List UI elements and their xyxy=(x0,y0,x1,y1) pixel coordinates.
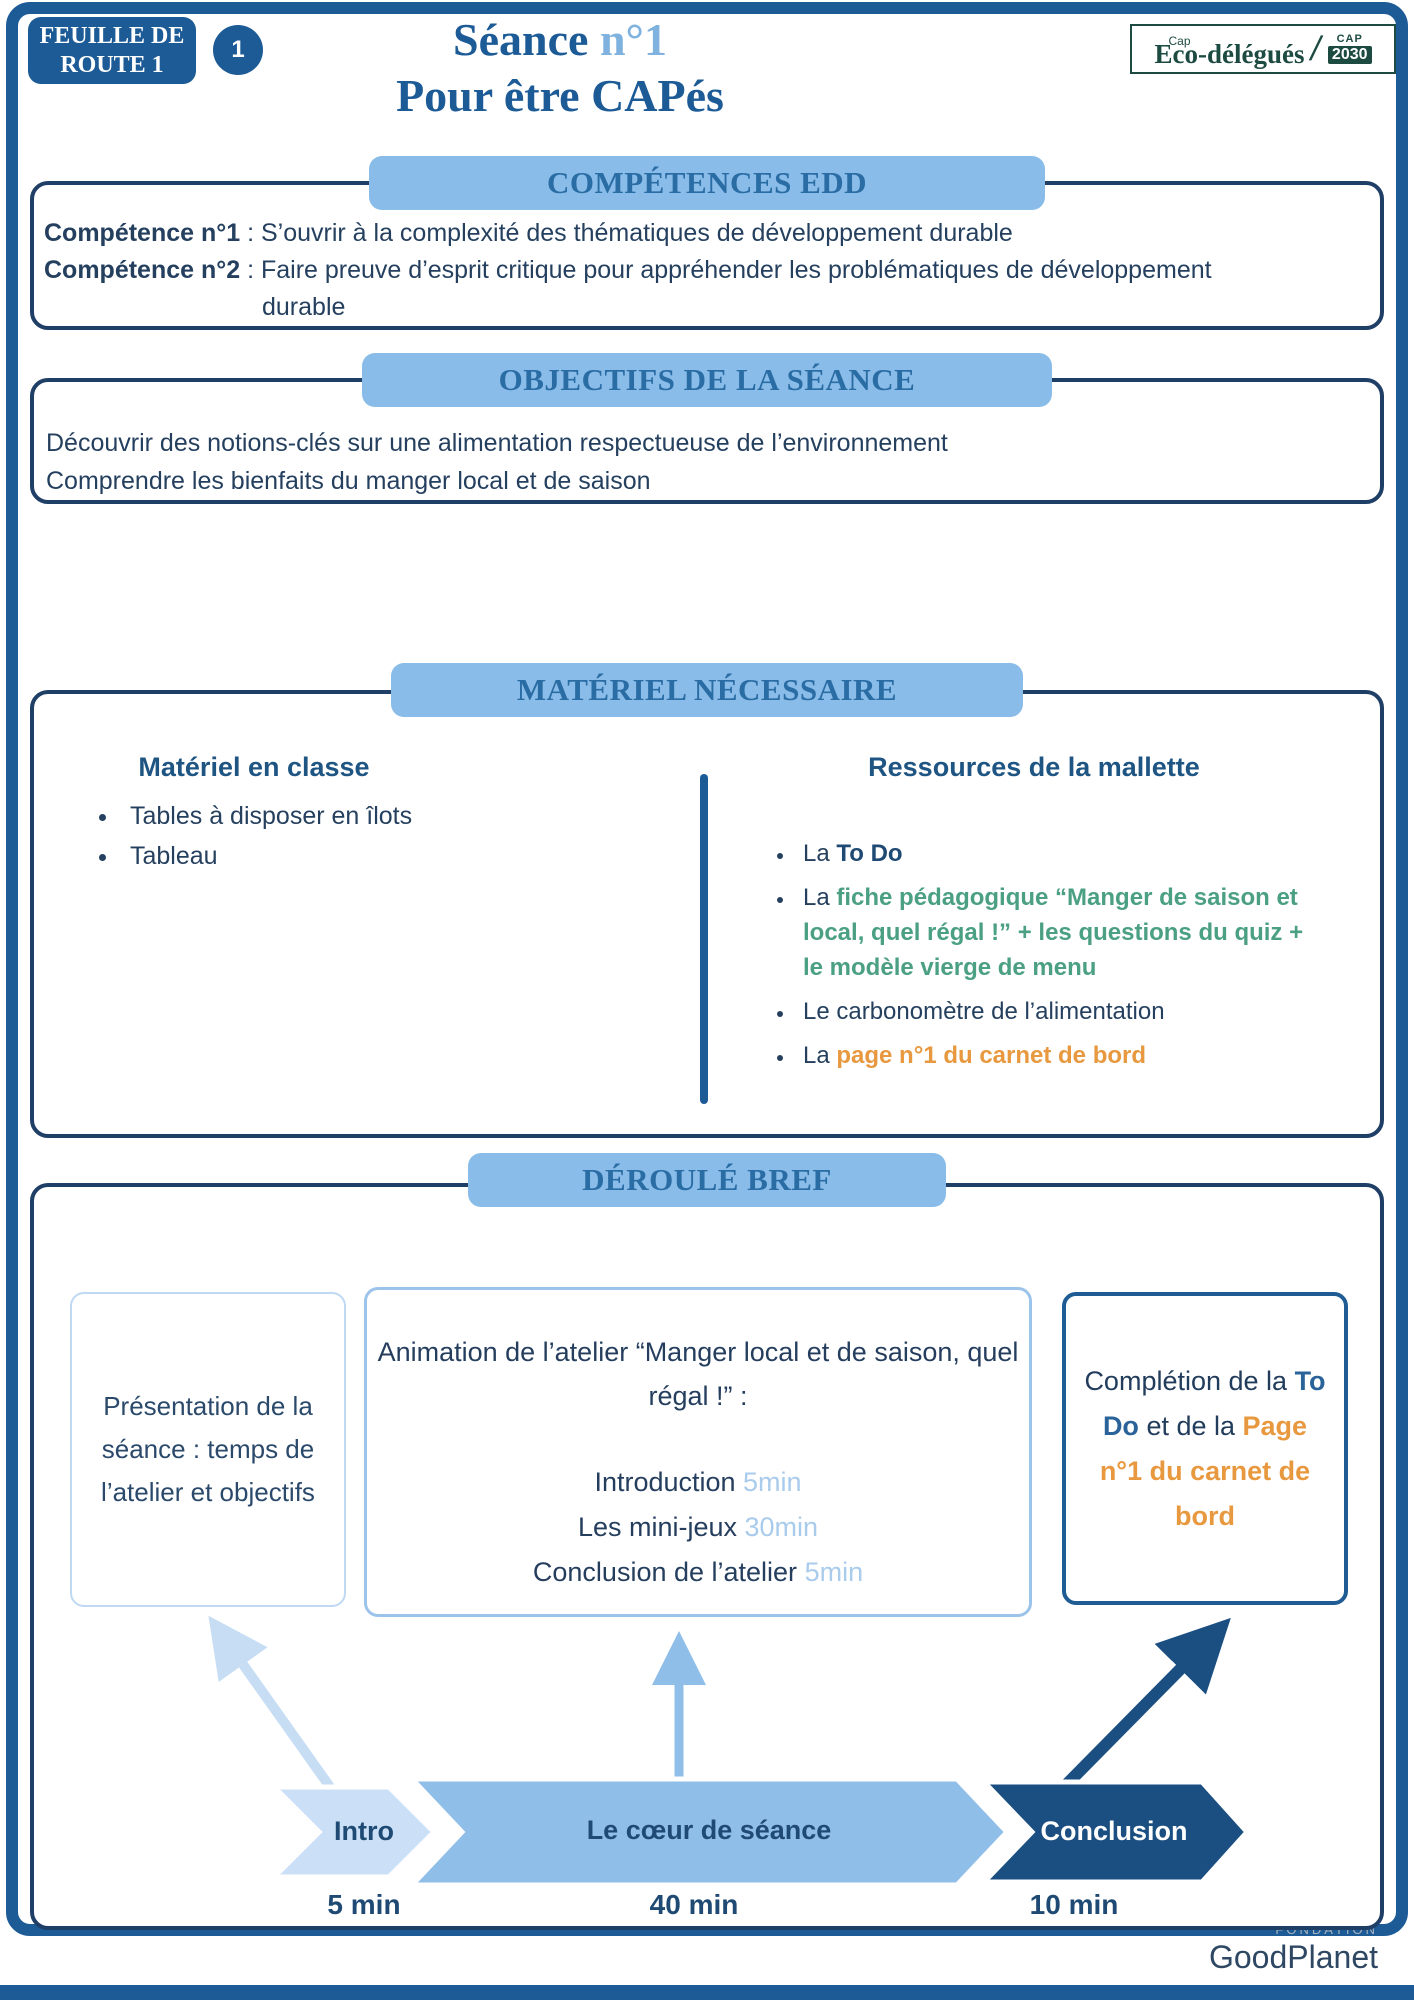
timing-row: Conclusion de l’atelier 5min xyxy=(533,1550,863,1595)
timing-label: Conclusion de l’atelier xyxy=(532,1557,805,1587)
logo-cap2030: CAP 2030 xyxy=(1327,33,1372,64)
time-label-conclusion: 10 min xyxy=(1029,1889,1119,1920)
completion-pre: Complétion de la xyxy=(1084,1365,1295,1396)
fiche-pedagogique-label: fiche pédagogique “Manger de saison et l… xyxy=(803,884,1304,981)
competence-line-2-continuation: durable xyxy=(262,293,346,321)
section-header-deroule: DÉROULÉ BREF xyxy=(468,1153,946,1207)
timeline-svg xyxy=(208,1615,1251,1888)
chevron-label-conclusion: Conclusion xyxy=(1040,1816,1188,1846)
section-header-objectifs: OBJECTIFS DE LA SÉANCE xyxy=(362,353,1052,407)
title-main-text: Séance xyxy=(453,14,600,65)
competence-2-label: Compétence n°2 xyxy=(44,256,241,284)
logo-cap-superscript: Cap xyxy=(1168,33,1191,48)
list-item: La fiche pédagogique “Manger de saison e… xyxy=(795,880,1329,985)
carnet-de-bord-label: page n°1 du carnet de bord xyxy=(836,1042,1147,1069)
list-item: La page n°1 du carnet de bord xyxy=(795,1038,1329,1073)
completion-mid: et de la xyxy=(1138,1410,1243,1441)
timing-row: Les mini-jeux 30min xyxy=(533,1505,863,1550)
list-item: Tableau xyxy=(120,836,472,876)
logo-slash: / xyxy=(1307,29,1326,68)
timing-value: 5min xyxy=(743,1467,802,1497)
bottom-bar xyxy=(0,1985,1414,2000)
competence-line-1: Compétence n°1 : S’ouvrir à la complexit… xyxy=(44,215,1366,252)
mallette-list: La To Do La fiche pédagogique “Manger de… xyxy=(769,836,1329,1082)
timing-label: Les mini-jeux xyxy=(577,1512,745,1542)
section-header-competences: COMPÉTENCES EDD xyxy=(369,156,1045,210)
timing-row: Introduction 5min xyxy=(533,1460,863,1505)
item-prefix: La xyxy=(803,884,837,911)
materiel-classe-heading: Matériel en classe xyxy=(138,752,370,782)
item-prefix: La xyxy=(803,840,837,867)
completion-todo: To Do xyxy=(1102,1365,1326,1441)
section-deroule: Présentation de la séance : temps de l’a… xyxy=(30,1183,1384,1930)
cap-eco-delegues-logo: Cap Eco-délégués / CAP 2030 xyxy=(1130,24,1396,74)
competence-line-2: Compétence n°2 : Faire preuve d’esprit c… xyxy=(44,252,1366,289)
arrow-intro xyxy=(208,1615,335,1790)
section-header-materiel: MATÉRIEL NÉCESSAIRE xyxy=(391,663,1023,717)
deroule-box-completion: Complétion de la To Do et de la Page n°1… xyxy=(1062,1292,1348,1605)
chevron-coeur xyxy=(406,1776,1011,1888)
column-divider xyxy=(700,774,708,1104)
timing-value: 5min xyxy=(804,1557,864,1587)
timing-label: Introduction xyxy=(594,1467,744,1497)
materiel-classe-list: Tables à disposer en îlots Tableau xyxy=(92,796,472,876)
logo-name: Eco-délégués xyxy=(1154,38,1305,69)
time-label-coeur: 40 min xyxy=(649,1889,739,1920)
item-prefix: La xyxy=(803,1042,837,1069)
timing-value: 30min xyxy=(744,1512,819,1542)
chevron-label-intro: Intro xyxy=(334,1816,394,1846)
section-materiel: Matériel en classe Tables à disposer en … xyxy=(30,690,1384,1138)
list-item: Le carbonomètre de l’alimentation xyxy=(795,994,1329,1029)
chevron-label-coeur: Le cœur de séance xyxy=(586,1815,832,1845)
competence-1-text: : S’ouvrir à la complexité des thématiqu… xyxy=(240,219,1013,247)
to-do-label: To Do xyxy=(836,840,903,867)
list-item: La To Do xyxy=(795,836,1329,871)
list-item: Tables à disposer en îlots xyxy=(120,796,472,836)
chevron-intro xyxy=(267,1784,438,1880)
competence-1-label: Compétence n°1 xyxy=(44,219,241,247)
route-badge: FEUILLE DE ROUTE 1 xyxy=(28,17,196,84)
completion-text: Complétion de la To Do et de la Page n°1… xyxy=(1084,1359,1326,1539)
arrow-conclusion xyxy=(1061,1617,1231,1790)
footer-goodplanet: GoodPlanet xyxy=(1208,1939,1378,1975)
chevron-conclusion xyxy=(978,1779,1251,1885)
completion-carnet: Page n°1 du carnet de bord xyxy=(1099,1410,1311,1531)
title-accent-text: n°1 xyxy=(599,14,667,65)
mallette-heading: Ressources de la mallette xyxy=(868,752,1200,782)
animation-timing-rows: Introduction 5min Les mini-jeux 30min Co… xyxy=(533,1460,863,1595)
animation-title: Animation de l’atelier “Manger local et … xyxy=(377,1337,1019,1411)
logo-wordmark: Cap Eco-délégués xyxy=(1154,31,1304,68)
logo-cap2030-top: CAP xyxy=(1336,33,1363,45)
logo-cap2030-bottom: 2030 xyxy=(1327,46,1372,64)
competence-2-text: : Faire preuve d’esprit critique pour ap… xyxy=(240,256,1212,284)
page-title: Séance n°1 Pour être CAPés xyxy=(170,12,950,124)
time-label-intro: 5 min xyxy=(327,1889,401,1920)
objective-line-2: Comprendre les bienfaits du manger local… xyxy=(46,467,651,495)
step-number-badge: 1 xyxy=(213,25,263,75)
deroule-box-presentation: Présentation de la séance : temps de l’a… xyxy=(70,1292,346,1607)
objective-line-1: Découvrir des notions-clés sur une alime… xyxy=(46,429,948,457)
title-line-1: Séance n°1 xyxy=(170,12,950,68)
title-line-2: Pour être CAPés xyxy=(396,70,724,121)
deroule-box-animation: Animation de l’atelier “Manger local et … xyxy=(364,1287,1032,1617)
